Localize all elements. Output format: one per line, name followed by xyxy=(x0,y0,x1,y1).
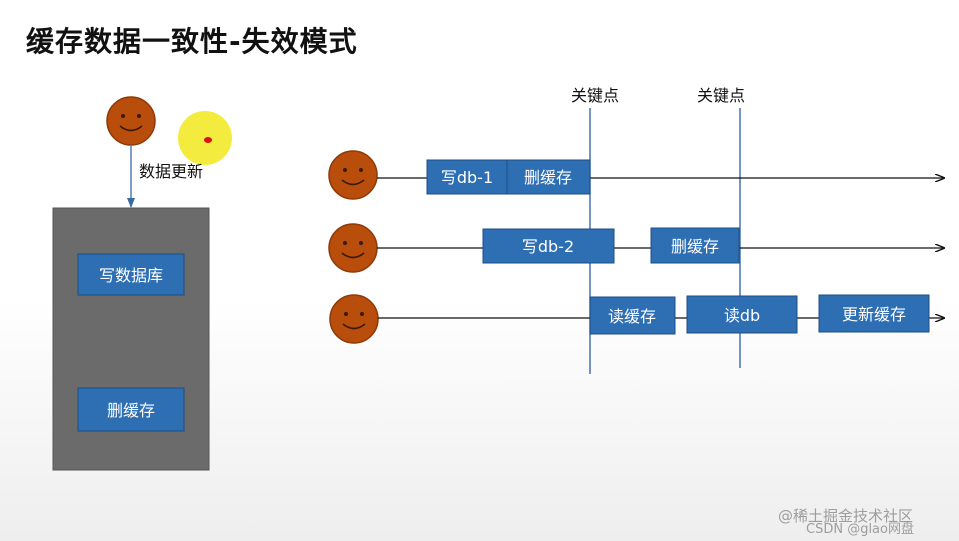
page-title: 缓存数据一致性-失效模式 xyxy=(26,25,358,58)
write-db-label: 写数据库 xyxy=(99,266,163,285)
row1-write-db-label: 写db-1 xyxy=(441,168,493,187)
watermark-juejin: @稀土掘金技术社区 xyxy=(778,507,914,525)
key-point-label-2: 关键点 xyxy=(697,86,745,105)
delete-cache-box xyxy=(77,387,185,432)
row2-smiley-icon xyxy=(328,223,378,273)
row2-write-db-label: 写db-2 xyxy=(522,237,574,256)
row1-write-db-box xyxy=(426,159,508,195)
key-point-label-1: 关键点 xyxy=(571,86,619,105)
data-update-label: 数据更新 xyxy=(139,162,203,181)
row1-delete-cache-label: 删缓存 xyxy=(524,168,572,187)
row3-read-cache-label: 读缓存 xyxy=(608,307,656,326)
row3-read-db-box xyxy=(686,295,798,334)
row1-smiley-icon xyxy=(328,150,378,200)
row3-read-db-label: 读db xyxy=(724,306,760,325)
row3-update-cache-label: 更新缓存 xyxy=(842,305,906,324)
row2-delete-cache-box xyxy=(650,227,740,264)
row2-delete-cache-label: 删缓存 xyxy=(671,237,719,256)
row3-smiley-icon xyxy=(329,294,379,344)
row3-read-cache-box xyxy=(589,296,676,335)
row2-write-db-box xyxy=(482,228,615,264)
row3-update-cache-box xyxy=(818,294,930,333)
watermark-csdn: CSDN @glao网盘 xyxy=(806,522,914,537)
write-db-box xyxy=(77,253,185,296)
delete-cache-label: 删缓存 xyxy=(107,401,155,420)
cursor-highlight-icon xyxy=(178,111,232,165)
row1-delete-cache-box xyxy=(506,159,591,195)
user-smiley-icon xyxy=(106,96,156,146)
